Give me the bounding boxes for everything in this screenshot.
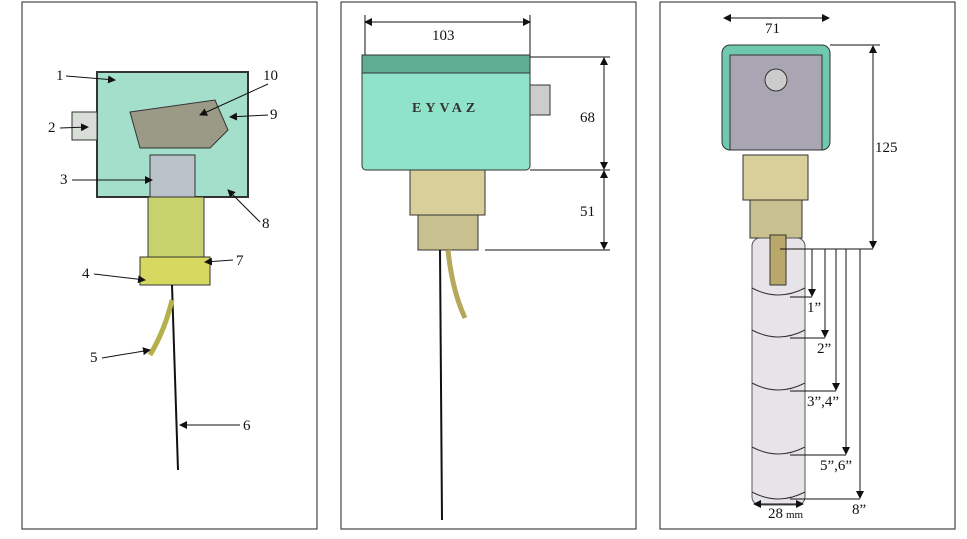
fitting-body xyxy=(147,196,205,258)
callout-7: 7 xyxy=(236,253,244,269)
callout-8: 8 xyxy=(262,216,270,232)
dimension-height: 125 xyxy=(875,140,898,156)
callout-2: 2 xyxy=(48,120,56,136)
thread xyxy=(749,199,803,239)
spring-assembly xyxy=(149,154,196,198)
cutaway-panel: 1 2 3 4 5 6 7 8 9 10 xyxy=(21,1,318,530)
callouts: 1 2 3 4 5 6 7 8 9 10 xyxy=(48,68,278,434)
dimension-width: 103 xyxy=(432,28,455,44)
paddle-size-2: 2” xyxy=(817,341,831,357)
paddle-blade xyxy=(171,284,179,471)
thread xyxy=(417,214,479,251)
callout-3: 3 xyxy=(60,172,68,188)
housing-lid xyxy=(361,54,531,74)
paddle-size-1: 1” xyxy=(807,300,821,316)
side-view-panel: 71 125 1” 2” 3”,4” 5”,6” 8” 28 mm xyxy=(659,1,956,530)
brand-label: EYVAZ xyxy=(412,101,479,116)
callout-5: 5 xyxy=(90,350,98,366)
paddle-size-5-6: 5”,6” xyxy=(820,458,852,474)
paddle-arm xyxy=(147,299,175,357)
dimension-float-diameter: 28 xyxy=(768,506,783,522)
callout-9: 9 xyxy=(270,107,278,123)
paddle-arm xyxy=(445,249,468,320)
cable-gland xyxy=(764,68,788,92)
fitting-nut xyxy=(139,256,211,286)
hex-nut xyxy=(742,154,809,201)
dimension-width: 71 xyxy=(765,21,780,37)
dimension-unit: mm xyxy=(786,509,804,521)
paddle-blade xyxy=(439,249,443,521)
dimension-fitting-height: 51 xyxy=(580,204,595,220)
paddle-size-3-4: 3”,4” xyxy=(807,394,839,410)
cable-gland xyxy=(529,84,551,116)
hex-nut xyxy=(409,169,486,216)
callout-4: 4 xyxy=(82,266,90,282)
callout-1: 1 xyxy=(56,68,64,84)
callout-10: 10 xyxy=(263,68,278,84)
cable-gland xyxy=(71,111,98,141)
paddle-clamp xyxy=(769,234,787,286)
paddle-size-8: 8” xyxy=(852,502,866,518)
front-view-panel: EYVAZ 103 68 51 xyxy=(340,1,637,530)
dimension-housing-height: 68 xyxy=(580,110,595,126)
callout-6: 6 xyxy=(243,418,251,434)
